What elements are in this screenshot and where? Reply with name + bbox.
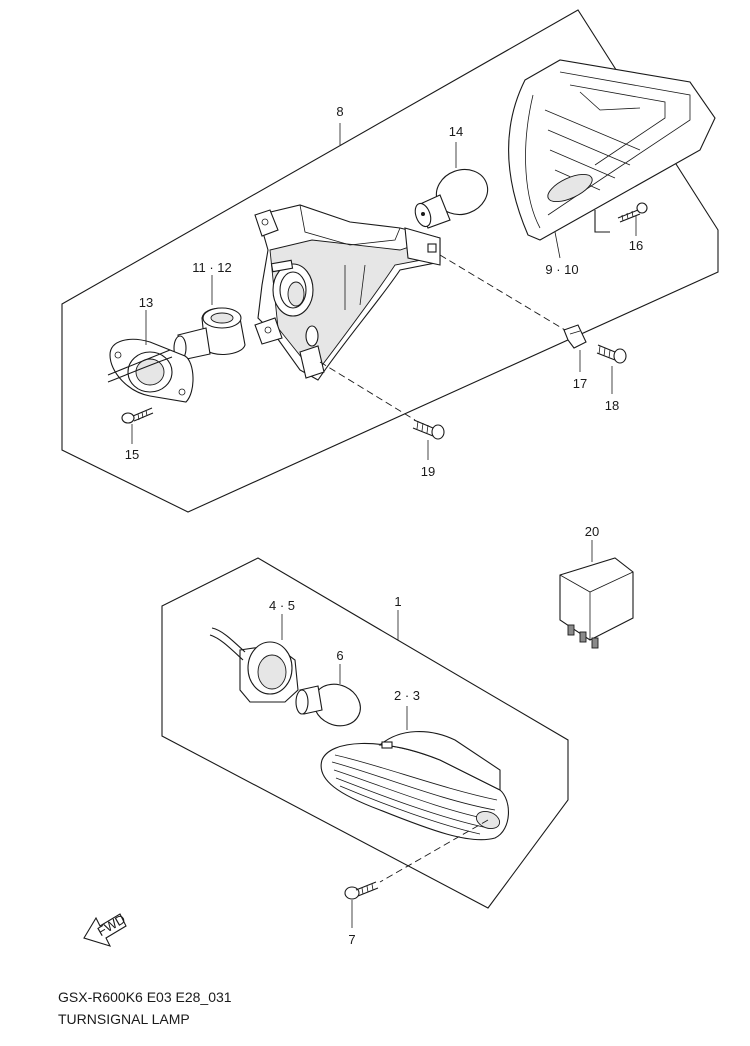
forward-direction-arrow: FWD bbox=[83, 911, 128, 947]
front-lens-part[interactable] bbox=[320, 731, 509, 841]
callout-2-3: 2 · 3 bbox=[394, 688, 420, 703]
callout-20: 20 bbox=[585, 524, 599, 539]
front-turnsignal-assembly-group bbox=[161, 557, 569, 928]
rear-bulb-part[interactable] bbox=[412, 162, 494, 229]
callout-9-10: 9 · 10 bbox=[545, 262, 578, 277]
callout-1: 1 bbox=[394, 594, 401, 609]
rear-turnsignal-assembly-group bbox=[61, 9, 719, 513]
screw-7-part[interactable] bbox=[344, 881, 379, 900]
assembly-line-7 bbox=[379, 819, 489, 883]
diagram-name: TURNSIGNAL LAMP bbox=[58, 1011, 190, 1027]
assembly-line-17 bbox=[439, 254, 566, 331]
turnsignal-relay-part[interactable] bbox=[559, 557, 634, 649]
screw-16-part[interactable] bbox=[617, 202, 648, 223]
callout-4-5: 4 · 5 bbox=[269, 598, 295, 613]
callout-8: 8 bbox=[336, 104, 343, 119]
screw-15-part[interactable] bbox=[121, 407, 154, 424]
rear-gasket-part[interactable] bbox=[107, 338, 194, 403]
callout-17: 17 bbox=[573, 376, 587, 391]
callout-19: 19 bbox=[421, 464, 435, 479]
assembly-frame-1 bbox=[161, 557, 569, 909]
screw-18-part[interactable] bbox=[596, 344, 627, 364]
leader-9-10 bbox=[554, 231, 561, 259]
assembly-frame-8 bbox=[61, 9, 719, 513]
callout-7: 7 bbox=[348, 932, 355, 947]
callout-15: 15 bbox=[125, 447, 139, 462]
clip-nut-17-part[interactable] bbox=[563, 324, 587, 349]
screw-19-part[interactable] bbox=[412, 419, 445, 440]
callout-18: 18 bbox=[605, 398, 619, 413]
front-socket-part[interactable] bbox=[209, 627, 299, 703]
callout-6: 6 bbox=[336, 648, 343, 663]
callout-13: 13 bbox=[139, 295, 153, 310]
assembly-line-19 bbox=[319, 361, 416, 421]
rear-lens-part[interactable] bbox=[507, 59, 716, 241]
callout-14: 14 bbox=[449, 124, 463, 139]
callout-16: 16 bbox=[629, 238, 643, 253]
rear-socket-part[interactable] bbox=[173, 307, 246, 361]
diagram-code: GSX-R600K6 E03 E28_031 bbox=[58, 989, 232, 1005]
front-bulb-part[interactable] bbox=[295, 677, 367, 734]
rear-lamp-housing-part[interactable] bbox=[254, 204, 441, 381]
callout-11-12: 11 · 12 bbox=[192, 260, 232, 275]
